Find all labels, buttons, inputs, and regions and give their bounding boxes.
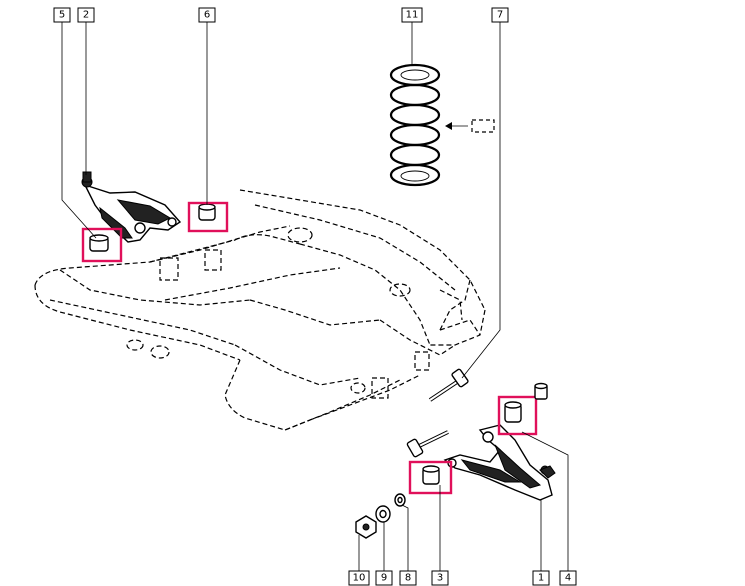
- upper-left-wishbone: [81, 171, 182, 243]
- highlight-box-6: [187, 201, 229, 233]
- callout-1: 1: [532, 570, 550, 586]
- bushing-5: [89, 234, 109, 252]
- spring-orientation-arrow: [445, 119, 495, 133]
- callout-5: 5: [53, 7, 71, 23]
- lower-right-wishbone: [443, 424, 556, 501]
- callout-label-1: 1: [538, 573, 544, 584]
- callout-label-5: 5: [59, 10, 65, 21]
- callout-label-6: 6: [204, 10, 210, 21]
- bolt-upper: [428, 368, 469, 402]
- callout-10: 10: [348, 570, 370, 586]
- callout-label-11: 11: [406, 10, 419, 21]
- callout-4: 4: [559, 570, 577, 586]
- bolt-lower: [406, 430, 449, 458]
- callout-7: 7: [491, 7, 509, 23]
- nut-10: [355, 515, 377, 539]
- washer-8: [394, 493, 406, 507]
- bushing-6: [198, 203, 216, 221]
- callout-label-8: 8: [405, 573, 411, 584]
- callout-9: 9: [375, 570, 393, 586]
- callout-6: 6: [198, 7, 216, 23]
- callout-label-10: 10: [353, 573, 366, 584]
- bushing-4: [504, 401, 522, 423]
- callout-label-9: 9: [381, 573, 387, 584]
- coil-spring: [389, 63, 441, 187]
- washer-9: [375, 505, 391, 523]
- small-bushing: [534, 382, 548, 400]
- callout-3: 3: [431, 570, 449, 586]
- callout-label-3: 3: [437, 573, 443, 584]
- callout-2: 2: [77, 7, 95, 23]
- bushing-3: [422, 465, 440, 485]
- callout-label-7: 7: [497, 10, 503, 21]
- callout-8: 8: [399, 570, 417, 586]
- highlight-box-5: [81, 227, 123, 263]
- highlight-box-3: [408, 460, 453, 495]
- highlight-box-4: [497, 395, 538, 436]
- callout-label-4: 4: [565, 573, 571, 584]
- callout-label-2: 2: [83, 10, 89, 21]
- subframe: [34, 189, 486, 431]
- callout-11: 11: [401, 7, 423, 23]
- leader-lines: [61, 20, 569, 573]
